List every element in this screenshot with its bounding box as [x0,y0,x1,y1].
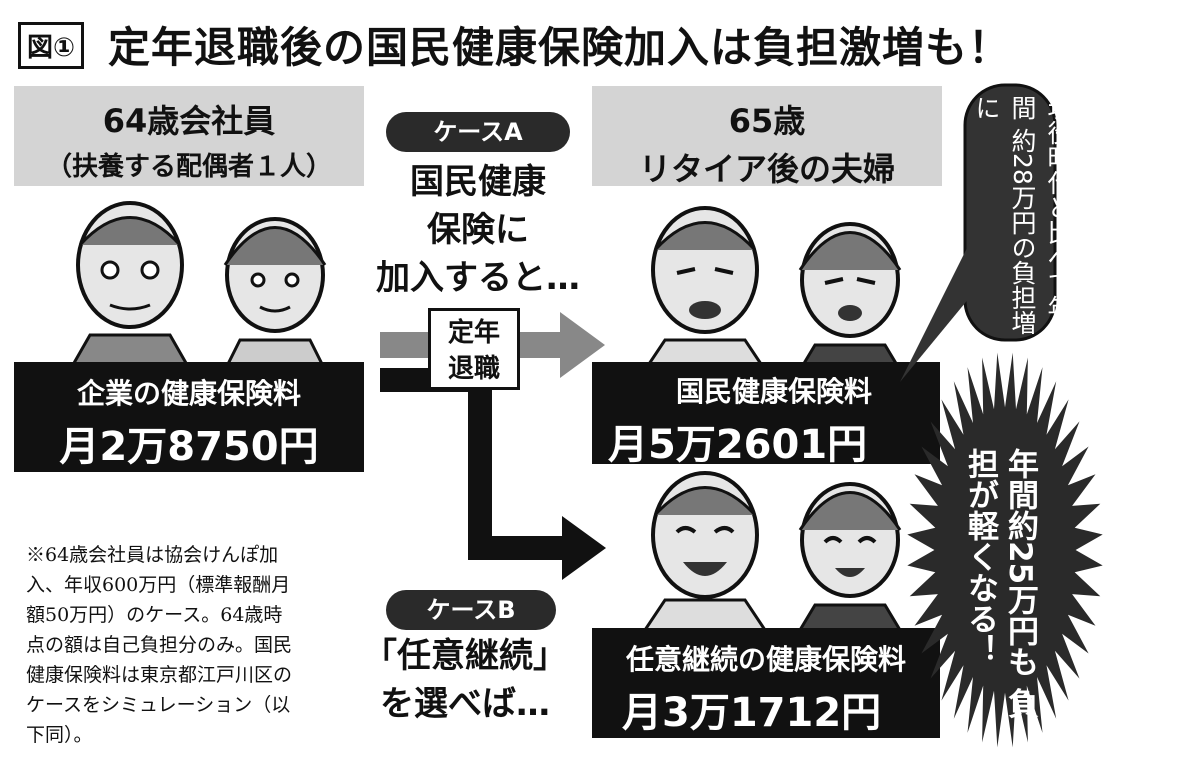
voluntary-fee-amount: 月3万1712円 [622,690,882,736]
footnote: ※64歳会社員は協会けんぽ加入、年収600万円（標準報酬月額50万円）のケース。… [26,544,293,746]
case-a-line-1: 国民健康 [410,162,546,202]
figure-label: 図① [18,22,85,69]
speech-bubble-shape [900,83,1057,382]
speech-bubble-text: 現役時代と比べて年間 約28万円の負担増に [968,95,1076,335]
case-b-line-1: 「任意継続」 [363,636,567,676]
crying-woman-icon [798,222,902,370]
happy-woman-icon [798,482,902,630]
happy-couple-illustration [643,471,902,630]
case-b-badge: ケースB [386,590,556,630]
woman-face-icon [223,217,327,370]
after-heading: 65歳 [728,102,806,140]
case-a-line-2: 保険に [427,210,529,250]
nhi-fee-amount: 月5万2601円 [608,422,868,468]
speech-bubble-line-2: 約28万円の負担増に [972,95,1037,335]
speech-bubble-line-1: 現役時代と比べて年間 [1008,95,1073,320]
burst-text: 年間約25万円も 負担が軽くなる！ [960,448,1040,738]
case-a-line-3: 加入すると… [376,258,580,298]
burst-line-1: 年間約25万円も [1002,448,1038,678]
happy-man-icon [643,471,767,630]
retirement-line-2: 退職 [447,354,500,384]
page-title: 定年退職後の国民健康保険加入は負担激増も！ [108,23,1012,72]
before-fee-amount: 月2万8750円 [59,424,319,470]
case-b-line-2: を選べば… [380,684,550,724]
after-subheading: リタイア後の夫婦 [638,150,895,188]
burst-polygon [907,352,1103,748]
working-couple-illustration [68,201,327,370]
voluntary-fee-label: 任意継続の健康保険料 [625,643,906,676]
before-heading: 64歳会社員 [102,102,276,140]
burst-line-2: 負担が軽くなる！ [962,448,1038,719]
crying-couple-illustration [643,206,902,370]
before-fee-box: 企業の健康保険料 月2万8750円 [14,362,364,472]
before-subheading: （扶養する配偶者１人） [45,152,332,182]
nhi-fee-box: 国民健康保険料 月5万2601円 [592,362,940,468]
case-b-arrow-icon [380,368,606,580]
nhi-fee-label: 国民健康保険料 [675,375,872,408]
before-header: 64歳会社員 （扶養する配偶者１人） [14,86,364,186]
before-fee-label: 企業の健康保険料 [76,377,301,410]
case-a-text: 国民健康 保険に 加入すると… [370,158,586,302]
case-b-text: 「任意継続」 を選べば… [350,632,580,728]
man-face-icon [68,201,192,370]
voluntary-fee-box: 任意継続の健康保険料 月3万1712円 [592,628,940,738]
after-header: 65歳 リタイア後の夫婦 [592,86,942,188]
retirement-box: 定年 退職 [428,308,520,390]
burst-shape [907,352,1103,748]
crying-man-icon [643,206,767,370]
retirement-line-1: 定年 [447,318,500,348]
case-a-badge: ケースA [386,112,570,152]
